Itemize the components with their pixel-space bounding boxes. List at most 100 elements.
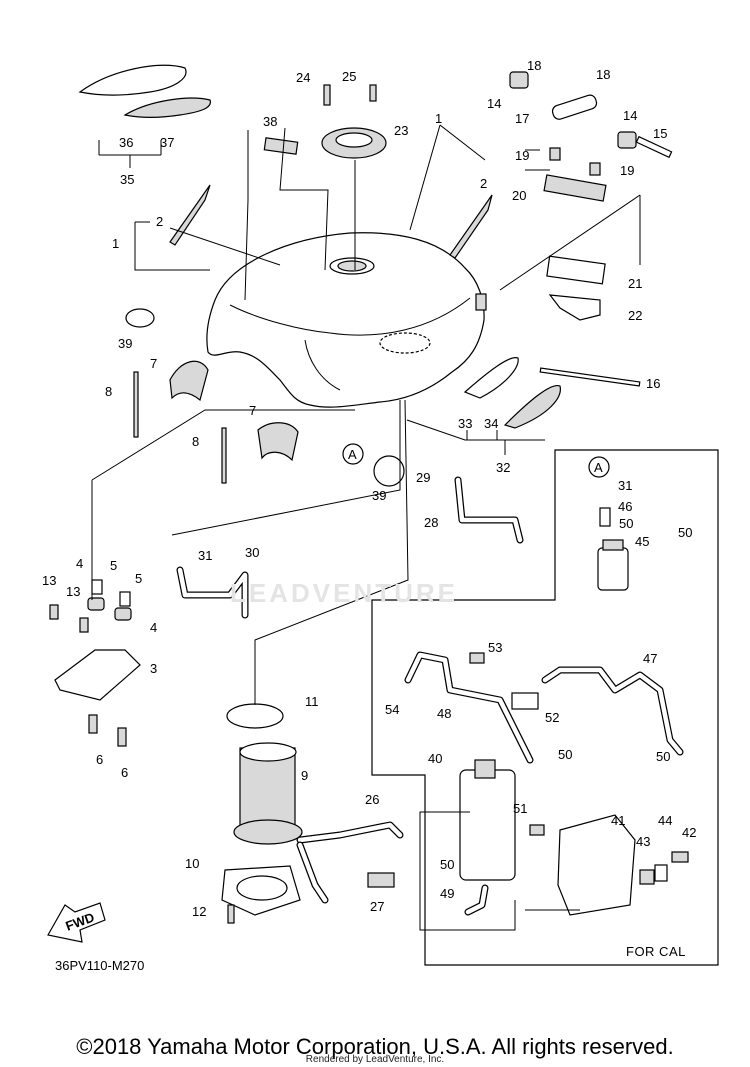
callout-30: 30 (245, 545, 259, 560)
callout-6a: 6 (96, 752, 103, 767)
tank-emblem-right (449, 194, 493, 259)
callout-26: 26 (365, 792, 379, 807)
callout-13a: 13 (42, 573, 56, 588)
clip-27 (367, 872, 395, 888)
filter-45 (597, 539, 629, 591)
band-7-upper (169, 360, 209, 402)
callout-4a: 4 (76, 556, 83, 571)
callout-50a: 50 (619, 516, 633, 531)
callout-18b: 18 (596, 67, 610, 82)
callout-50b: 50 (678, 525, 692, 540)
callout-6b: 6 (121, 765, 128, 780)
callout-31a: 31 (198, 548, 212, 563)
callout-23: 23 (394, 123, 408, 138)
callout-18a: 18 (527, 58, 541, 73)
callout-8b: 8 (192, 434, 199, 449)
leadventure-watermark: LEADVENTURE (230, 578, 459, 608)
bolt-16 (539, 367, 641, 387)
callout-25: 25 (342, 69, 356, 84)
bracket-52 (511, 692, 539, 710)
knee-pad-34 (503, 385, 561, 429)
ref-marker-a-cal: A (588, 456, 610, 478)
callout-9: 9 (301, 768, 308, 783)
callout-44: 44 (658, 813, 672, 828)
callout-2b: 2 (480, 176, 487, 191)
callout-3: 3 (150, 661, 157, 676)
fuel-pump-9 (233, 742, 303, 845)
side-cover-set (78, 64, 211, 118)
callout-49: 49 (440, 886, 454, 901)
callout-53: 53 (488, 640, 502, 655)
callout-36: 36 (119, 135, 133, 150)
grommet-39-upper (125, 308, 155, 328)
callout-5b: 5 (135, 571, 142, 586)
ref-marker-a-left: A (342, 443, 364, 465)
forward-arrow-icon: FWD (47, 902, 106, 943)
callout-35: 35 (120, 172, 134, 187)
callout-1b: 1 (435, 111, 442, 126)
callout-47: 47 (643, 651, 657, 666)
callout-10: 10 (185, 856, 199, 871)
fuel-tank-cap (321, 84, 387, 159)
callout-42: 42 (682, 825, 696, 840)
hose-28 (454, 476, 524, 544)
callout-11: 11 (305, 694, 319, 709)
callout-38: 38 (263, 114, 277, 129)
callout-43: 43 (636, 834, 650, 849)
callout-40: 40 (428, 751, 442, 766)
tie-8-lower (221, 427, 227, 484)
callout-7a: 7 (150, 356, 157, 371)
svg-text:A: A (594, 460, 603, 475)
callout-39b: 39 (372, 488, 386, 503)
callout-15: 15 (653, 126, 667, 141)
callout-20: 20 (512, 188, 526, 203)
callout-2a: 2 (156, 214, 163, 229)
knee-pad-33 (463, 357, 519, 399)
callout-33: 33 (458, 416, 472, 431)
for-cal-box-outline (371, 449, 719, 966)
callout-1a: 1 (112, 236, 119, 251)
callout-19a: 19 (515, 148, 529, 163)
callout-34: 34 (484, 416, 498, 431)
tie-8-upper (133, 371, 139, 438)
callout-50c: 50 (558, 747, 572, 762)
callout-13b: 13 (66, 584, 80, 599)
callout-50e: 50 (440, 857, 454, 872)
callout-19b: 19 (620, 163, 634, 178)
damper-44 (654, 864, 668, 882)
callout-8a: 8 (105, 384, 112, 399)
callout-46: 46 (618, 499, 632, 514)
band-7-lower (257, 422, 299, 462)
mount-bracket-3 (54, 649, 141, 701)
callout-22: 22 (628, 308, 642, 323)
callout-48: 48 (437, 706, 451, 721)
callout-37: 37 (160, 135, 174, 150)
render-credit: Rendered by LeadVenture, Inc. (305, 1054, 445, 1065)
callout-45: 45 (635, 534, 649, 549)
canister-40 (459, 759, 516, 881)
collar-43 (639, 869, 655, 885)
callout-51: 51 (513, 801, 527, 816)
fuel-tank (206, 232, 487, 408)
callout-7b: 7 (249, 403, 256, 418)
callout-14a: 14 (487, 96, 501, 111)
hose-46 (599, 507, 611, 527)
callout-12: 12 (192, 904, 206, 919)
callout-17: 17 (515, 111, 529, 126)
copyright-notice: ©2018 Yamaha Motor Corporation, U.S.A. A… (76, 1034, 674, 1059)
callout-labels: 1 1 2 2 3 4 4 5 5 6 6 7 7 8 8 9 10 11 12… (42, 58, 696, 919)
callout-27: 27 (370, 899, 384, 914)
callout-54: 54 (385, 702, 399, 717)
bolt-42 (671, 851, 689, 863)
svg-text:A: A (348, 447, 357, 462)
callout-29: 29 (416, 470, 430, 485)
callout-5a: 5 (110, 558, 117, 573)
callout-14b: 14 (623, 108, 637, 123)
tank-emblem-left (169, 184, 211, 246)
for-cal-label: FOR CAL (626, 944, 686, 959)
bracket-41 (557, 814, 636, 916)
callout-16: 16 (646, 376, 660, 391)
grommet-39-lower (373, 455, 405, 487)
callout-50d: 50 (656, 749, 670, 764)
